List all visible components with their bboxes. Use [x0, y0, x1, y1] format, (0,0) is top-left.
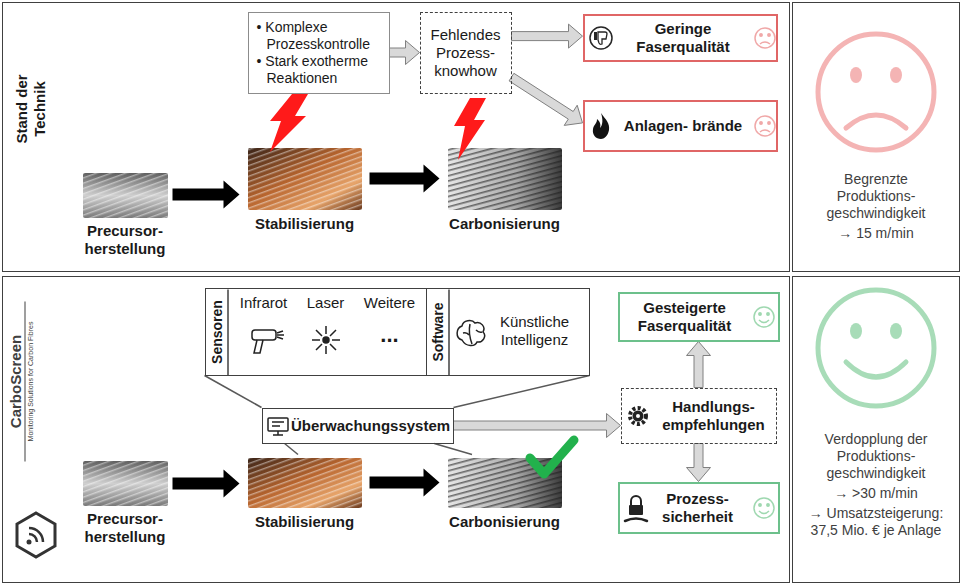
ellipsis: ...: [358, 323, 422, 347]
flow-arrow: [370, 165, 440, 193]
logo-text: CarboScreen: [8, 302, 26, 462]
lightning-bolt: [270, 94, 486, 160]
result-box: Geringe Faserqualität: [583, 14, 778, 62]
monitoring-box: Überwachungssystem: [262, 408, 454, 444]
happy-face-icon: [754, 307, 774, 518]
sad-face-icon: [755, 28, 775, 136]
process-step: Precursor- herstellung: [78, 170, 173, 265]
cause-box: Fehlendes Prozess- knowhow: [420, 12, 512, 94]
connector-line: [453, 375, 589, 408]
node-label: • Komplexe Prozesskontrolle: [257, 19, 381, 53]
section-title: Stand der Technik: [13, 47, 49, 171]
summary-panel: Verdopplung der Produktions- geschwindig…: [792, 276, 960, 583]
node-label: Anlagen- brände: [624, 117, 742, 135]
section-panel: CarboScreenMonitoring Solutions for Carb…: [2, 276, 790, 583]
node-label: • Stark exotherme Reaktionen: [257, 53, 381, 87]
group-title: Software: [429, 288, 447, 376]
brain-icon: [457, 321, 484, 346]
summary-panel: Begrenzte Produktions- geschwindigkeit → …: [792, 2, 960, 272]
flow-arrow: [173, 181, 240, 209]
sensor-box: Sensoren InfrarotLaser Weitere...: [205, 288, 427, 376]
logo-block: CarboScreenMonitoring Solutions for Carb…: [8, 302, 35, 462]
node-label: Verdopplung der Produktions- geschwindig…: [810, 431, 942, 482]
flow-arrow: [370, 469, 440, 497]
laser-icon: [312, 326, 340, 354]
monitor-icon: [268, 418, 288, 435]
node-label: Überwachungssystem: [291, 417, 450, 435]
result-box: Gesteigerte Faserqualität: [618, 292, 780, 342]
process-step: Stabilisierung: [240, 145, 370, 265]
node-label: → Umsatzsteigerung: 37,5 Mio. € je Anlag…: [798, 505, 954, 539]
big-sad-face: [818, 34, 934, 150]
section-panel: Stand der TechnikPrecursor- herstellung S…: [2, 2, 790, 272]
connector-line: [434, 443, 472, 455]
flame-icon: [593, 113, 609, 139]
gear-icon: [630, 408, 646, 424]
node-label: Carbonisierung: [440, 513, 570, 531]
lock-hand-icon: [625, 496, 647, 521]
flow-arrow: [390, 41, 420, 65]
node-label: Gesteigerte Faserqualität: [626, 299, 744, 335]
problem-box: • Komplexe Prozesskontrolle• Stark exoth…: [248, 12, 390, 94]
flow-arrow: [687, 444, 711, 482]
node-label: Precursor- herstellung: [78, 222, 173, 258]
flow-arrow: [173, 470, 240, 498]
node-label: Geringe Faserqualität: [623, 20, 744, 56]
sensor-label: Infrarot: [232, 294, 296, 312]
node-label: → >30 m/min: [797, 485, 955, 502]
divider-line: [228, 290, 449, 376]
flow-arrow: [512, 24, 583, 48]
flow-arrow: [687, 342, 711, 388]
node-label: Handlungs- empfehlungen: [656, 398, 772, 434]
process-photo: [83, 148, 562, 508]
flow-arrow: [509, 73, 582, 125]
process-step: Carbonisierung: [440, 145, 570, 265]
process-step: Stabilisierung: [240, 455, 370, 575]
node-label: Prozess- sicherheit: [652, 490, 744, 526]
flow-arrow: [454, 414, 621, 438]
result-box: Prozess- sicherheit: [618, 482, 780, 534]
node-label: Precursor- herstellung: [78, 510, 173, 546]
node-label: Fehlendes Prozess- knowhow: [425, 26, 507, 80]
logo-symbol: [17, 513, 55, 557]
node-label: Carbonisierung: [440, 215, 570, 233]
action-box: Handlungs- empfehlungen: [621, 388, 777, 444]
node-label: Begrenzte Produktions- geschwindigkeit: [814, 171, 938, 222]
connector-line: [284, 443, 298, 455]
node-label: Stabilisierung: [240, 215, 370, 233]
check-mark: [530, 440, 574, 474]
logo-tagline: Monitoring Solutions for Carbon Fibres: [26, 302, 35, 462]
process-step: Carbonisierung: [440, 455, 570, 575]
group-title: Sensoren: [208, 288, 226, 376]
infrared-gun-icon: [252, 330, 284, 353]
software-label: Künstliche Intelligenz: [485, 313, 585, 349]
software-box: Software Künstliche Intelligenz: [427, 288, 590, 376]
thumbs-down-icon: [590, 27, 612, 49]
sensor-label: Laser: [300, 294, 352, 312]
connector-line: [204, 375, 262, 408]
big-happy-face: [818, 290, 934, 406]
process-step: Precursor- herstellung: [78, 458, 173, 558]
node-label: → 15 m/min: [799, 225, 953, 242]
node-label: Stabilisierung: [240, 513, 370, 531]
sensor-label: Weitere: [358, 294, 422, 312]
result-box: Anlagen- brände: [583, 100, 778, 152]
